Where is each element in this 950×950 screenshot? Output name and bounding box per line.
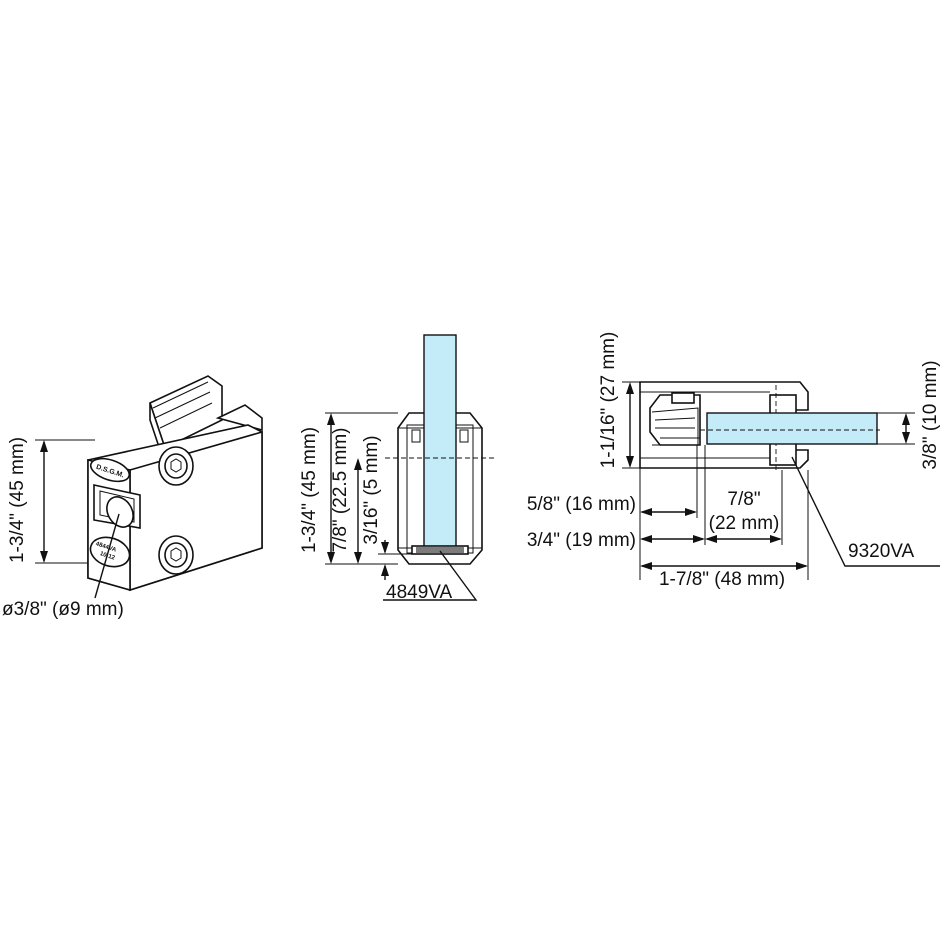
screw-bottom [158, 535, 194, 575]
iso-hole-label: ø3/8" (ø9 mm) [2, 599, 124, 620]
side-depth22-top: 7/8" [727, 489, 760, 510]
side-depth16-label: 5/8" (16 mm) [527, 494, 636, 515]
isometric-view: D.S.G.M. 4844VA 10-12 1-3/4" (45 mm) ø3/… [2, 375, 263, 620]
iso-height-label: 1-3/4" (45 mm) [7, 437, 28, 563]
side-total-label: 1-7/8" (48 mm) [659, 569, 785, 590]
side-height-label: 1-1/16" (27 mm) [598, 332, 619, 469]
pin-part-label: 9320VA [848, 541, 915, 562]
glass-pane-side [706, 412, 878, 445]
glass-pane-front [423, 334, 457, 553]
side-depth22-bottom: (22 mm) [709, 513, 780, 534]
screw-top [158, 446, 194, 486]
front-gasket-label: 3/16" (5 mm) [361, 435, 382, 544]
side-glass-label: 3/8" (10 mm) [920, 360, 941, 469]
front-view: 1-3/4" (45 mm) 7/8" (22.5 mm) 3/16" (5 m… [299, 334, 495, 603]
front-center-label: 7/8" (22.5 mm) [330, 427, 351, 552]
gasket-part-label: 4849VA [386, 582, 453, 603]
front-height-label: 1-3/4" (45 mm) [299, 427, 320, 553]
side-depth19-label: 3/4" (19 mm) [527, 530, 636, 551]
side-view: 1-1/16" (27 mm) 3/8" (10 mm) 5/8" (16 mm… [527, 332, 941, 590]
hole-circle [106, 496, 134, 528]
